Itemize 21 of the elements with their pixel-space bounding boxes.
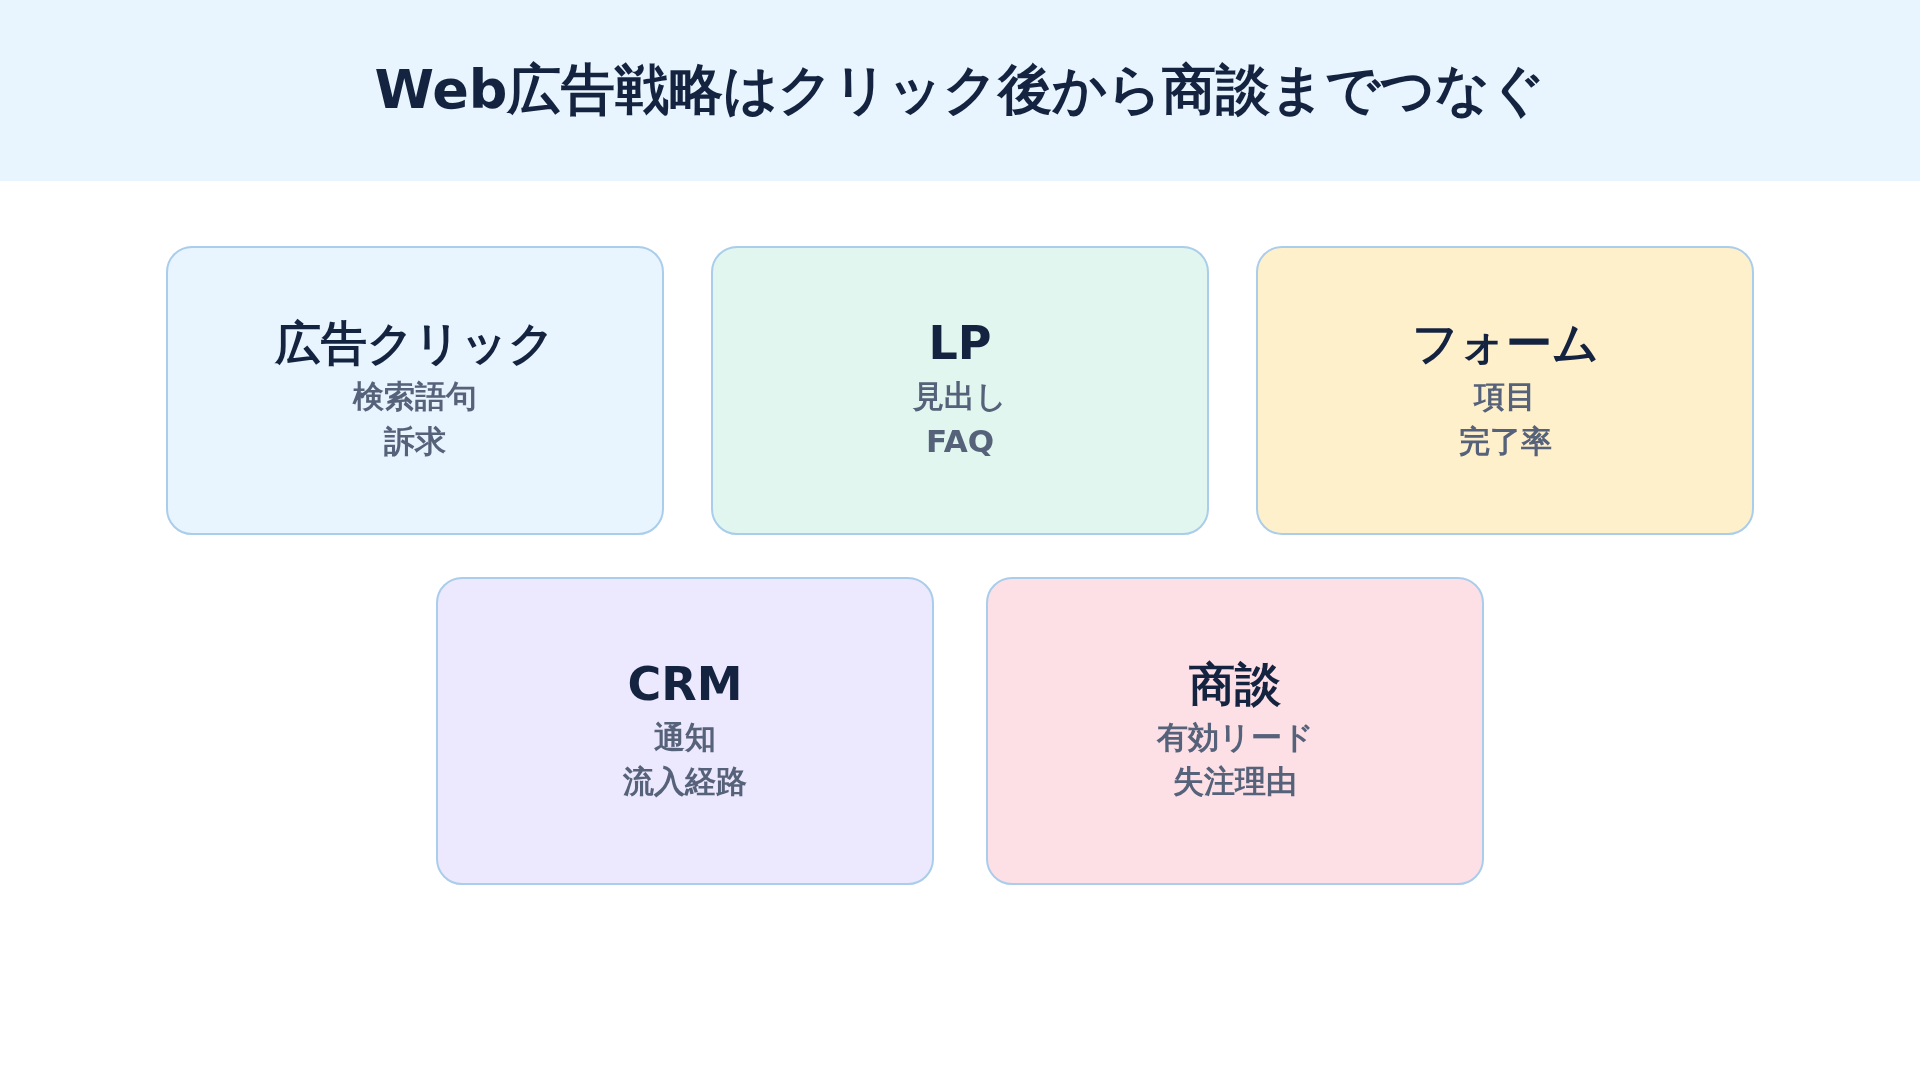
card-heading: LP — [928, 317, 992, 370]
step-card — [711, 246, 1209, 535]
card-heading: フォーム — [1411, 317, 1599, 370]
card-heading: CRM — [627, 657, 743, 711]
card-detail: 完了率 — [1458, 421, 1552, 461]
card-detail: 失注理由 — [1173, 762, 1297, 802]
card-heading: 商談 — [1189, 657, 1281, 711]
step-card — [1256, 246, 1754, 535]
step-card — [436, 577, 934, 885]
card-detail: 検索語句 — [353, 377, 477, 416]
card-detail: 通知 — [654, 717, 716, 757]
card-heading: 広告クリック — [275, 317, 555, 370]
step-card — [166, 246, 664, 535]
card-detail: FAQ — [926, 421, 994, 461]
card-detail: 見出し — [913, 377, 1007, 416]
card-detail: 流入経路 — [623, 762, 747, 802]
card-detail: 有効リード — [1156, 717, 1314, 757]
card-detail: 項目 — [1474, 377, 1536, 416]
step-card — [986, 577, 1484, 885]
card-detail: 訴求 — [384, 421, 446, 461]
title: Web広告戦略はクリック後から商談までつなぐ — [374, 57, 1546, 123]
